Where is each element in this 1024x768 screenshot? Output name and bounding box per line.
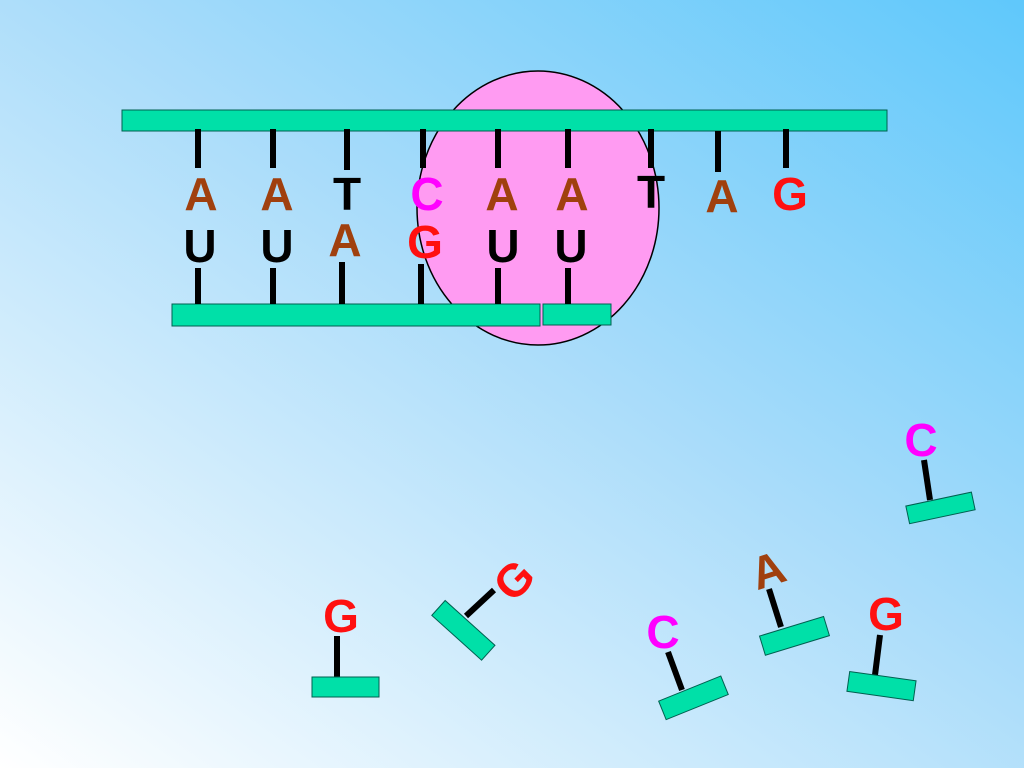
dna-base-label: C (410, 168, 443, 220)
rna-base-label: U (183, 220, 216, 272)
free-nucleotide: G (431, 549, 545, 661)
free-nucleotide: G (846, 588, 917, 702)
dna-base-pair-stick: A (184, 129, 218, 220)
free-nucleotide-stick (872, 634, 883, 676)
free-nucleotide-label: G (483, 549, 545, 611)
rna-base-label: G (407, 216, 443, 268)
rna-base-label: U (486, 220, 519, 272)
rna-base: A (328, 214, 362, 304)
rna-base: U (260, 220, 294, 304)
free-nucleotide-stick (463, 587, 497, 619)
free-nucleotide-sugar (758, 615, 831, 656)
dna-base-pair-stick: A (485, 129, 519, 220)
dna-base-pair-stick: T (333, 129, 361, 220)
free-nucleotide-stick (921, 459, 933, 501)
dna-base-pair-stick: T (637, 129, 665, 218)
rna-base: U (183, 220, 217, 304)
rna-base: G (407, 216, 443, 304)
dna-base-pair-stick: G (772, 129, 808, 220)
free-nucleotide-stick (766, 588, 784, 628)
free-nucleotide-sugar (431, 599, 496, 661)
free-nucleotide: A (744, 540, 831, 656)
free-nucleotide-label: C (904, 414, 937, 466)
dna-base-label: A (184, 168, 217, 220)
dna-base-label: T (333, 168, 361, 220)
dna-base-label: T (637, 166, 665, 218)
dna-base-pair-stick: C (410, 129, 444, 220)
rna-base-label: A (328, 214, 361, 266)
free-nucleotide-label: A (744, 540, 792, 600)
rna-polymerase-ellipse (416, 70, 660, 346)
dna-template-backbone (121, 109, 888, 132)
rna-base-label: U (554, 220, 587, 272)
dna-base-pair-stick: A (555, 129, 589, 220)
rna-backbone-new-segment (542, 303, 612, 326)
rna-base: U (486, 220, 520, 304)
free-nucleotide-stick (665, 650, 685, 692)
free-nucleotide: C (904, 414, 976, 525)
free-nucleotide-sugar (846, 670, 917, 702)
dna-base-label: A (555, 168, 588, 220)
dna-base-label: A (705, 170, 738, 222)
free-nucleotide-sugar (658, 675, 729, 721)
dna-base-label: A (260, 168, 293, 220)
free-nucleotide-label: C (646, 606, 679, 658)
rna-base: U (554, 220, 588, 304)
dna-base-pair-stick: A (705, 131, 739, 222)
free-nucleotide-sugar (905, 491, 976, 525)
dna-base-label: G (772, 168, 808, 220)
free-nucleotide-label: G (323, 590, 359, 642)
free-nucleotide: G (311, 590, 380, 698)
dna-base-pair-stick: A (260, 129, 294, 220)
dna-base-label: A (485, 168, 518, 220)
free-nucleotide-sugar (311, 676, 380, 698)
rna-backbone (171, 303, 541, 327)
rna-base-label: U (260, 220, 293, 272)
free-nucleotide: C (646, 606, 729, 721)
free-nucleotide-label: G (868, 588, 904, 640)
